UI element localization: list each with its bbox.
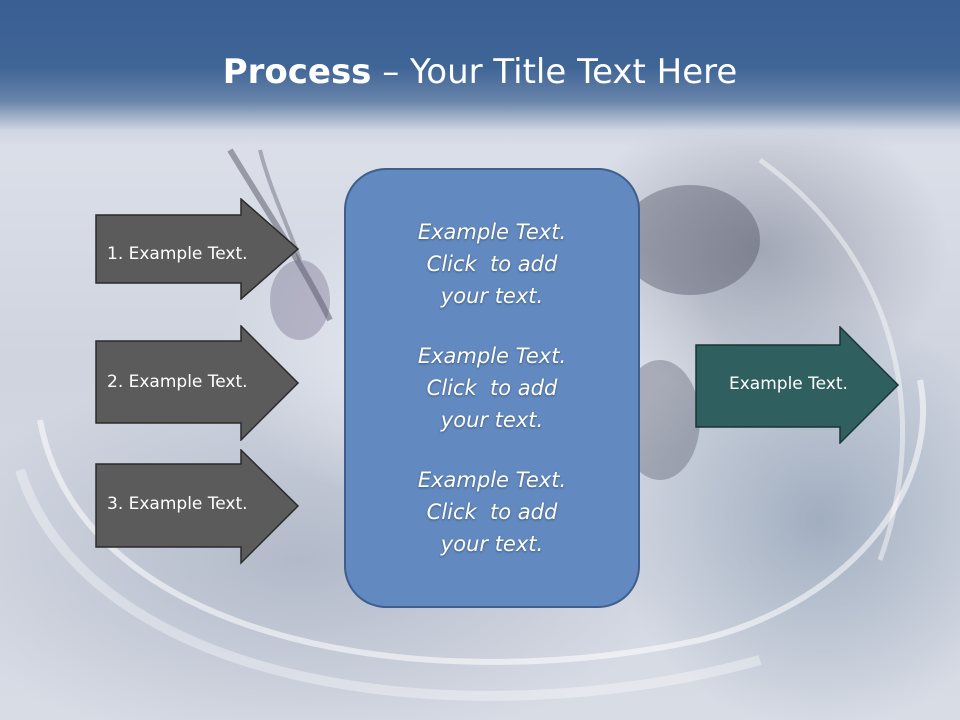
output-arrow[interactable]: Example Text.	[695, 326, 901, 444]
process-text-1-line3: your text.	[440, 284, 544, 308]
process-box[interactable]: Example Text. Click to add your text. Ex…	[344, 168, 640, 608]
process-text-3-line2: Click to add	[426, 500, 558, 524]
output-arrow-label: Example Text.	[729, 374, 848, 394]
process-text-1-line2: Click to add	[426, 252, 558, 276]
process-text-2[interactable]: Example Text. Click to add your text.	[372, 340, 612, 436]
input-arrow-3[interactable]: 3. Example Text.	[95, 449, 301, 565]
process-text-3-line1: Example Text.	[417, 468, 567, 492]
input-arrow-1[interactable]: 1. Example Text.	[95, 198, 301, 300]
process-text-2-line3: your text.	[440, 408, 544, 432]
process-text-1-line1: Example Text.	[417, 220, 567, 244]
input-arrow-1-label: 1. Example Text.	[107, 244, 248, 264]
process-text-3[interactable]: Example Text. Click to add your text.	[372, 464, 612, 560]
title-bold: Process	[222, 52, 372, 92]
process-text-1[interactable]: Example Text. Click to add your text.	[372, 216, 612, 312]
input-arrow-2-label: 2. Example Text.	[107, 372, 248, 392]
title-rest: – Your Title Text Here	[371, 52, 738, 92]
input-arrow-2[interactable]: 2. Example Text.	[95, 325, 301, 441]
header-band	[0, 0, 960, 148]
process-text-3-line3: your text.	[440, 532, 544, 556]
input-arrow-3-label: 3. Example Text.	[107, 494, 248, 514]
slide-title[interactable]: Process – Your Title Text Here	[0, 52, 960, 92]
process-text-2-line1: Example Text.	[417, 344, 567, 368]
process-text-2-line2: Click to add	[426, 376, 558, 400]
